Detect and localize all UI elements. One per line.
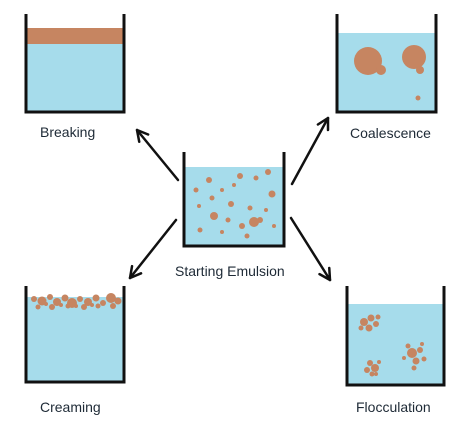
droplet	[367, 314, 375, 322]
arrow-to-creaming	[128, 218, 178, 280]
droplet	[206, 177, 212, 183]
droplet	[210, 212, 218, 220]
droplet	[369, 371, 375, 377]
droplet	[376, 65, 386, 75]
oil-layer	[26, 28, 124, 44]
droplet	[377, 360, 381, 364]
droplet	[53, 298, 61, 306]
label-starting-emulsion: Starting Emulsion	[175, 263, 285, 279]
arrow-to-flocculation	[289, 216, 332, 282]
droplet	[232, 183, 236, 187]
droplet	[420, 342, 424, 346]
droplet	[95, 303, 101, 309]
droplet	[265, 169, 271, 175]
droplet	[209, 195, 215, 201]
droplet	[358, 325, 364, 331]
droplet	[367, 360, 373, 366]
liquid-flocculation	[347, 304, 444, 385]
droplet	[92, 294, 100, 302]
droplet	[237, 173, 243, 179]
beaker-creaming	[24, 286, 126, 384]
droplet	[110, 303, 116, 309]
droplet	[253, 175, 259, 181]
droplet	[268, 190, 276, 198]
label-breaking: Breaking	[40, 124, 96, 140]
droplet	[47, 294, 53, 300]
droplet	[364, 367, 370, 373]
droplet	[402, 356, 406, 360]
droplet	[193, 187, 199, 193]
droplet	[197, 204, 201, 208]
droplet	[59, 303, 63, 307]
droplet	[375, 314, 381, 320]
droplet	[49, 304, 55, 310]
droplet	[412, 357, 420, 365]
droplet	[402, 45, 426, 69]
droplet	[421, 356, 427, 362]
droplet	[374, 372, 378, 376]
label-flocculation: Flocculation	[356, 399, 431, 415]
droplet	[354, 47, 382, 75]
droplet	[360, 318, 368, 326]
beaker-breaking	[24, 14, 126, 114]
label-coalescence: Coalescence	[350, 125, 431, 141]
beaker-starting	[182, 152, 286, 248]
droplet	[249, 217, 259, 227]
droplet	[416, 66, 424, 74]
droplet	[31, 296, 37, 302]
droplet	[197, 227, 203, 233]
arrow-to-breaking	[135, 128, 180, 182]
label-creaming: Creaming	[40, 399, 101, 415]
droplet	[114, 297, 122, 305]
beaker-flocculation	[345, 286, 446, 387]
droplet	[228, 201, 234, 207]
droplet	[106, 293, 116, 303]
droplet	[84, 298, 92, 306]
arrow-to-coalescence	[290, 116, 330, 186]
droplet	[272, 224, 276, 228]
droplet	[415, 95, 421, 101]
droplet	[264, 208, 268, 212]
droplet	[35, 304, 41, 310]
droplet	[100, 300, 106, 306]
droplet	[405, 343, 411, 349]
droplet	[417, 347, 423, 353]
droplet	[90, 303, 94, 307]
droplet	[407, 348, 417, 358]
droplet	[220, 230, 224, 234]
droplet	[239, 223, 245, 229]
droplet	[365, 324, 373, 332]
droplet	[44, 302, 48, 306]
droplet	[61, 294, 69, 302]
droplet	[247, 205, 253, 211]
droplet	[371, 364, 379, 372]
droplet	[373, 321, 379, 327]
droplet	[74, 304, 78, 308]
droplet	[411, 365, 417, 371]
droplet	[220, 188, 224, 192]
liquid-creaming	[26, 297, 124, 382]
droplet	[225, 217, 231, 223]
droplet	[65, 303, 71, 309]
droplet	[81, 304, 87, 310]
droplet	[244, 233, 250, 239]
beaker-coalescence	[335, 14, 438, 114]
droplet	[77, 296, 83, 302]
